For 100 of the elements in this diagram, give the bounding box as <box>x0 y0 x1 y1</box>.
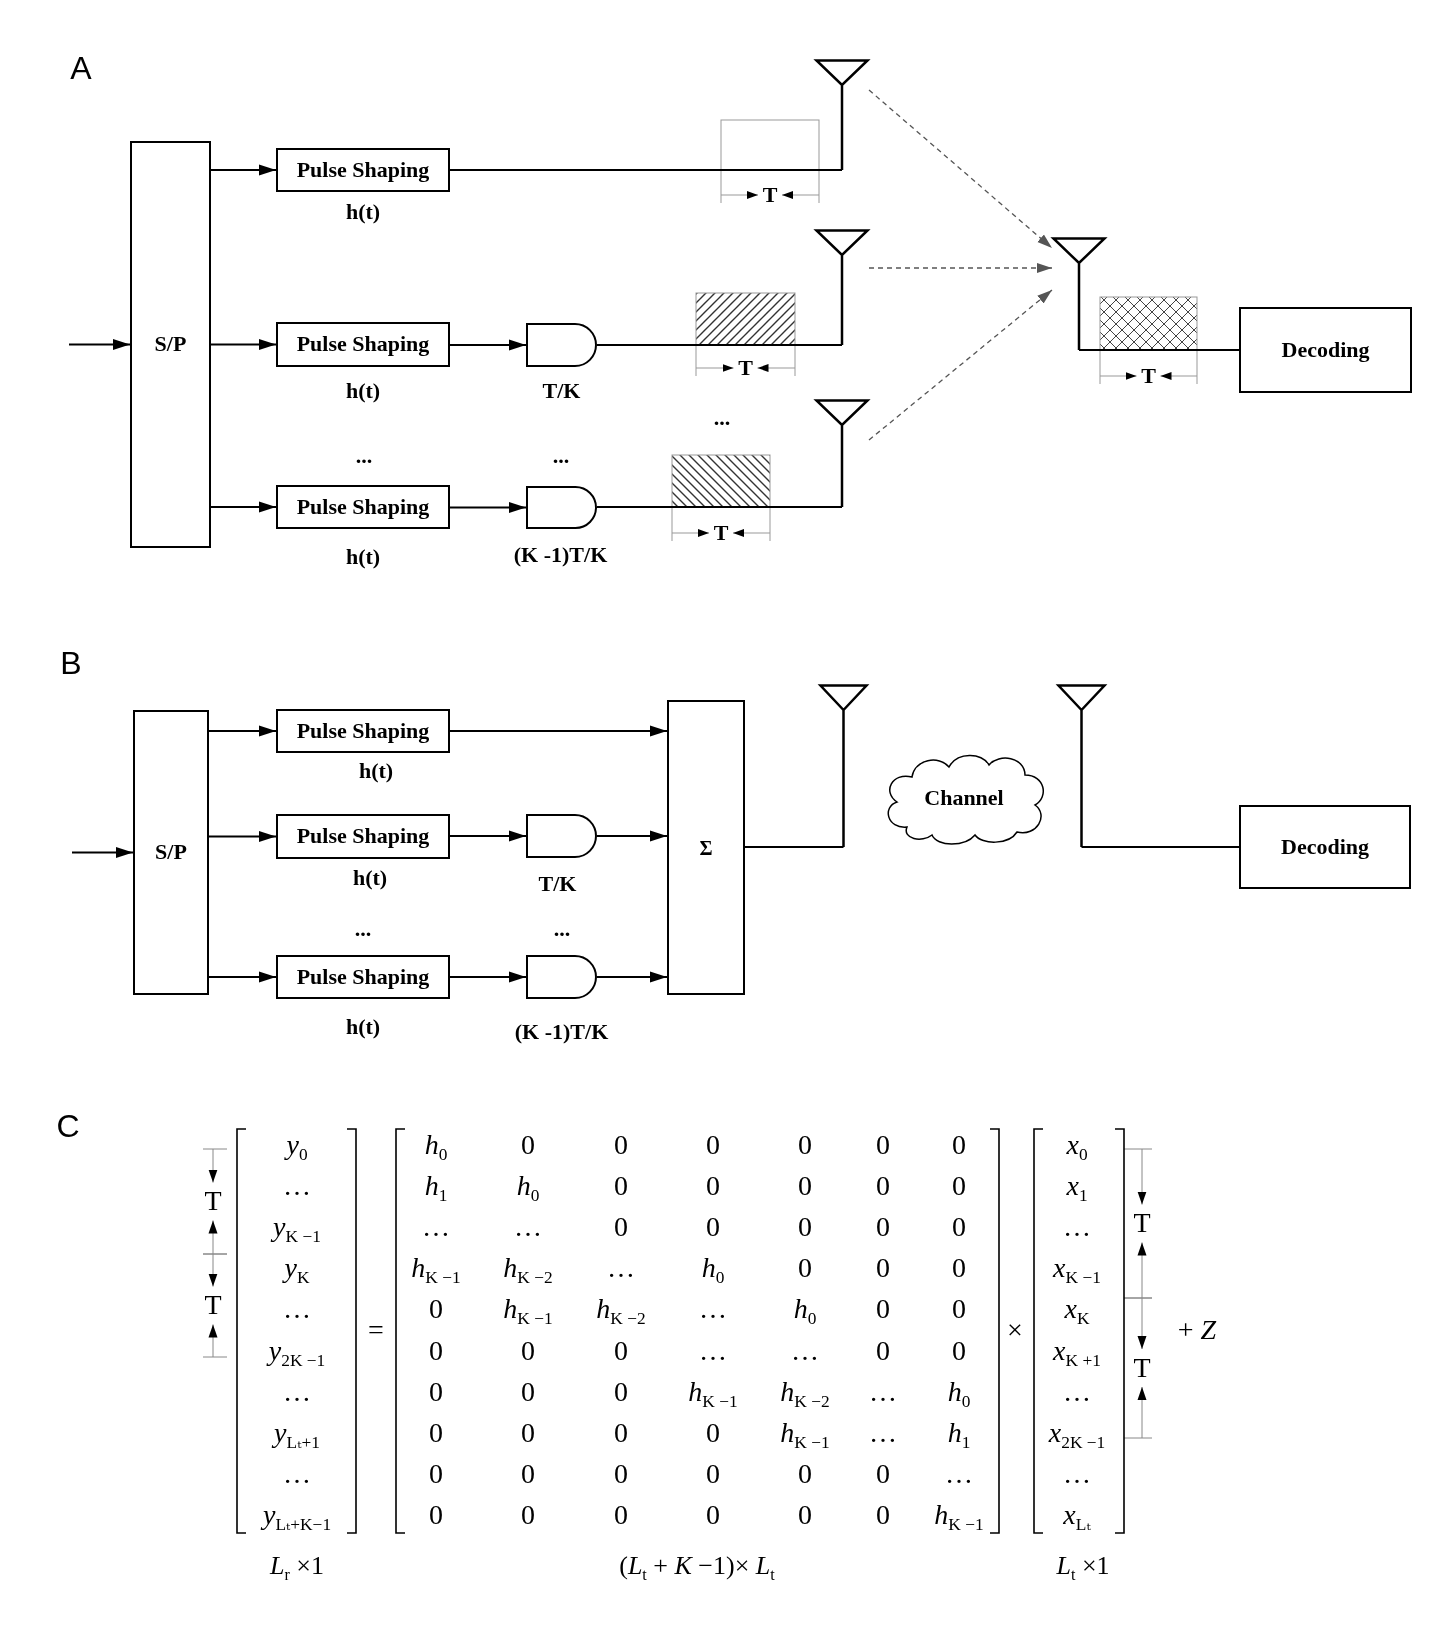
vector-entry: y$_{K}$ <box>284 1252 310 1285</box>
arrow <box>208 725 277 737</box>
connector-line <box>596 344 843 346</box>
vector-entry: y$_{0}$ <box>286 1128 308 1162</box>
matrix-entry: 0 <box>614 1334 628 1367</box>
connector-line <box>449 169 843 171</box>
matrix-entry: 0 <box>798 1498 812 1531</box>
dimension-label: T <box>1133 1351 1151 1385</box>
size-label: (L$_{t}$ + K −1)× L$_{t}$ <box>619 1551 775 1581</box>
arrow <box>449 830 527 842</box>
vector-entry: y$_{2K −1}$ <box>268 1334 326 1367</box>
decoder-box: Decoding <box>1239 805 1411 889</box>
summer-box: Σ <box>667 700 745 995</box>
matrix-entry: … <box>607 1252 635 1285</box>
matrix-entry: 0 <box>876 1252 890 1285</box>
vector-entry: x$_{K −1}$ <box>1053 1252 1101 1285</box>
dashed-arrow <box>868 289 1053 441</box>
connector-line <box>1080 846 1240 848</box>
node-caption: T/K <box>538 871 577 897</box>
matrix-entry: … <box>422 1211 450 1244</box>
matrix-entry: 0 <box>706 1211 720 1244</box>
matrix-entry: h$_{0}$ <box>947 1375 971 1408</box>
matrix-entry: 0 <box>876 1128 890 1162</box>
matrix-entry: 0 <box>952 1128 966 1162</box>
matrix-entry: 0 <box>614 1211 628 1244</box>
converter-box: S/P <box>130 141 211 548</box>
arrow <box>449 502 527 513</box>
matrix-entry: 0 <box>952 1170 966 1203</box>
node-caption: h(t) <box>352 865 388 891</box>
matrix-entry: h$_{0}$ <box>424 1128 448 1162</box>
vector-entry: … <box>1063 1457 1091 1490</box>
panel-label: C <box>56 1107 80 1145</box>
matrix-entry: … <box>869 1416 897 1449</box>
matrix-entry: 0 <box>798 1128 812 1162</box>
node-label: Channel <box>924 785 1004 810</box>
matrix-entry: 0 <box>614 1498 628 1531</box>
arrow <box>596 971 668 983</box>
matrix-entry: 0 <box>614 1128 628 1162</box>
matrix-entry: h$_{K −2}$ <box>596 1293 646 1326</box>
vector-entry: … <box>283 1170 311 1203</box>
ellipsis: ... <box>713 405 731 431</box>
matrix-entry: h$_{K −1}$ <box>411 1252 461 1285</box>
vector-entry: … <box>283 1375 311 1408</box>
dimension-label: T <box>204 1288 222 1322</box>
process-box: Pulse Shaping <box>276 955 450 999</box>
matrix-entry: 0 <box>429 1293 443 1326</box>
node-caption: h(t) <box>345 1014 381 1040</box>
dimension-label: T <box>204 1184 222 1218</box>
size-label: L$_{t}$ ×1 <box>1056 1551 1110 1581</box>
dashed-arrow <box>868 263 1053 273</box>
process-box: Pulse Shaping <box>276 322 450 367</box>
matrix-entry: 0 <box>521 1128 535 1162</box>
arrow <box>449 971 527 983</box>
matrix-entry: … <box>791 1334 819 1367</box>
node-caption: h(t) <box>345 199 381 225</box>
vector-entry: y$_{Lₜ+K−1}$ <box>262 1498 332 1531</box>
matrix-entry: h$_{0}$ <box>516 1170 540 1203</box>
vector-entry: … <box>1063 1375 1091 1408</box>
vector-entry: x$_{K +1}$ <box>1053 1334 1101 1367</box>
matrix-entry: 0 <box>429 1334 443 1367</box>
arrow <box>449 725 668 737</box>
matrix-entry: 0 <box>429 1416 443 1449</box>
ellipsis: ... <box>552 443 570 469</box>
matrix-entry: 0 <box>798 1170 812 1203</box>
ellipsis: ... <box>553 916 571 942</box>
matrix-entry: 0 <box>876 1498 890 1531</box>
matrix-entry: 0 <box>521 1498 535 1531</box>
matrix-entry: … <box>699 1334 727 1367</box>
dashed-arrow <box>868 89 1053 249</box>
matrix-entry: 0 <box>952 1211 966 1244</box>
size-label: L$_{r}$ ×1 <box>270 1551 324 1581</box>
matrix-entry: 0 <box>521 1375 535 1408</box>
matrix-entry: 0 <box>952 1334 966 1367</box>
panel-label: A <box>70 49 92 87</box>
matrix-entry: 0 <box>952 1293 966 1326</box>
arrow <box>208 831 277 842</box>
matrix-entry: 0 <box>706 1457 720 1490</box>
dimension-label: T <box>1141 363 1156 389</box>
matrix-entry: h$_{K −1}$ <box>503 1293 553 1326</box>
matrix-entry: 0 <box>706 1170 720 1203</box>
matrix-entry: … <box>869 1375 897 1408</box>
matrix-entry: 0 <box>521 1416 535 1449</box>
matrix-entry: 0 <box>429 1375 443 1408</box>
arrow <box>210 339 277 350</box>
matrix-entry: 0 <box>614 1416 628 1449</box>
converter-box: S/P <box>133 710 209 995</box>
process-box: Pulse Shaping <box>276 814 450 859</box>
dimension-label: T <box>713 520 729 546</box>
ellipsis: ... <box>355 443 373 469</box>
matrix-entry: 0 <box>429 1457 443 1490</box>
matrix-entry: h$_{1}$ <box>947 1416 971 1449</box>
matrix-entry: 0 <box>614 1375 628 1408</box>
matrix-entry: h$_{K −1}$ <box>688 1375 738 1408</box>
matrix-entry: … <box>699 1293 727 1326</box>
matrix-entry: 0 <box>798 1457 812 1490</box>
matrix-entry: h$_{K −1}$ <box>934 1498 984 1531</box>
times-sign: × <box>1007 1313 1023 1347</box>
arrow <box>71 847 134 858</box>
matrix-entry: 0 <box>706 1416 720 1449</box>
matrix-entry: 0 <box>521 1334 535 1367</box>
